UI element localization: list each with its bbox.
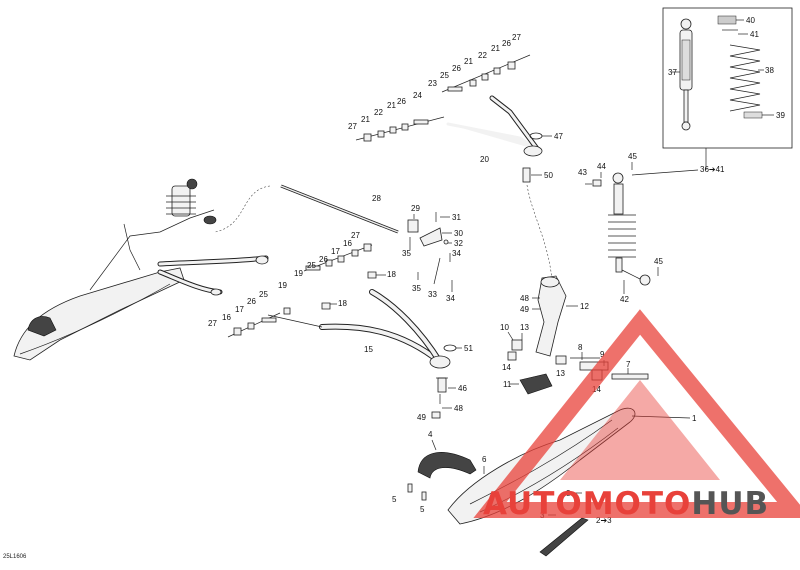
brand-part-a: AUTOMOTO [483, 486, 692, 522]
callout-35b: 35 [412, 284, 421, 293]
callout-44: 44 [597, 162, 606, 171]
upper-rear-bushings [363, 119, 429, 142]
callout-6: 6 [482, 455, 487, 464]
lower-front-bushings [305, 243, 372, 271]
callout-51: 51 [464, 344, 473, 353]
callout-18a: 18 [338, 299, 347, 308]
inset-spring-clip [717, 15, 737, 25]
callout-15: 15 [364, 345, 373, 354]
callout-19a: 19 [278, 281, 287, 290]
spindle [535, 275, 567, 357]
callout-3a: 3 [566, 489, 571, 498]
callout-39: 39 [776, 111, 785, 120]
brand-watermark: AUTOMOTOHUB [483, 486, 769, 522]
callout-27a: 27 [348, 122, 357, 131]
ski-handle [417, 452, 477, 479]
callout-17b: 17 [331, 247, 340, 256]
callout-26b: 26 [452, 64, 461, 73]
callout-21a: 21 [361, 115, 370, 124]
inset-spring [729, 44, 761, 112]
callout-17a: 17 [235, 305, 244, 314]
callout-38: 38 [765, 66, 774, 75]
callout-37: 37 [668, 68, 677, 77]
callout-29: 29 [411, 204, 420, 213]
callout-47: 47 [554, 132, 563, 141]
callout-27b: 27 [512, 33, 521, 42]
callout-43: 43 [578, 168, 587, 177]
callout-24: 24 [413, 91, 422, 100]
callout-32: 32 [454, 239, 463, 248]
lower-rear-bushings [233, 307, 291, 336]
callout-1: 1 [692, 414, 697, 423]
callout-34a: 34 [452, 249, 461, 258]
callout-11: 11 [503, 380, 512, 389]
ski-runner [539, 517, 589, 557]
callout-22a: 22 [374, 108, 383, 117]
upper-front-bushings [447, 61, 516, 92]
callout-13b: 13 [556, 369, 565, 378]
callout-21c: 21 [464, 57, 473, 66]
callout-16b: 16 [343, 239, 352, 248]
callout-48a: 48 [454, 404, 463, 413]
callout-34b: 34 [446, 294, 455, 303]
callout-5a: 5 [392, 495, 397, 504]
callout-42: 42 [620, 295, 629, 304]
callout-25a: 25 [440, 71, 449, 80]
callout-2-3: 2➔3 [596, 516, 612, 525]
callout-8: 8 [578, 343, 583, 352]
callout-10: 10 [500, 323, 509, 332]
callout-31: 31 [452, 213, 461, 222]
callout-26c-top: 26 [502, 39, 511, 48]
callout-26a: 26 [397, 97, 406, 106]
callout-18b: 18 [387, 270, 396, 279]
callout-35a: 35 [402, 249, 411, 258]
automotohub-logo-mark [473, 309, 800, 518]
callout-26c: 26 [247, 297, 256, 306]
callout-50: 50 [544, 171, 553, 180]
callout-14b: 14 [592, 385, 601, 394]
callout-30: 30 [454, 229, 463, 238]
callout-7: 7 [626, 360, 631, 369]
inset-shock-absorber [679, 18, 693, 131]
callout-25c: 25 [307, 261, 316, 270]
callout-41: 41 [750, 30, 759, 39]
callout-49b: 49 [520, 305, 529, 314]
callout-4: 4 [428, 430, 433, 439]
callout-27d: 27 [351, 231, 360, 240]
callout-16a: 16 [222, 313, 231, 322]
callout-21d: 21 [491, 44, 500, 53]
callout-5b: 5 [420, 505, 425, 514]
lower-a-arm [319, 289, 451, 369]
ball-joint [522, 167, 531, 183]
callout-9: 9 [600, 350, 605, 359]
callout-28: 28 [372, 194, 381, 203]
callout-33: 33 [428, 290, 437, 299]
callout-45b: 45 [654, 257, 663, 266]
callout-12: 12 [580, 302, 589, 311]
callout-27c: 27 [208, 319, 217, 328]
upper-a-arm [446, 95, 543, 157]
callout-26d: 26 [319, 255, 328, 264]
wear-pad [519, 373, 553, 395]
shock-absorber [608, 172, 651, 286]
callout-22b: 22 [478, 51, 487, 60]
callout-36-41: 36➔41 [700, 165, 725, 174]
callout-13a: 13 [520, 323, 529, 332]
callout-48b: 48 [520, 294, 529, 303]
callout-49a: 49 [417, 413, 426, 422]
callout-19b: 19 [294, 269, 303, 278]
callout-40: 40 [746, 16, 755, 25]
callout-23: 23 [428, 79, 437, 88]
brand-part-b: HUB [691, 486, 770, 522]
callout-45a: 45 [628, 152, 637, 161]
callout-14a: 14 [502, 363, 511, 372]
callout-25b: 25 [259, 290, 268, 299]
callout-20: 20 [480, 155, 489, 164]
diagram-code: 25L1606 [3, 554, 27, 560]
full-suspension-assembly [13, 178, 269, 361]
callout-21b: 21 [387, 101, 396, 110]
callout-46: 46 [458, 384, 467, 393]
